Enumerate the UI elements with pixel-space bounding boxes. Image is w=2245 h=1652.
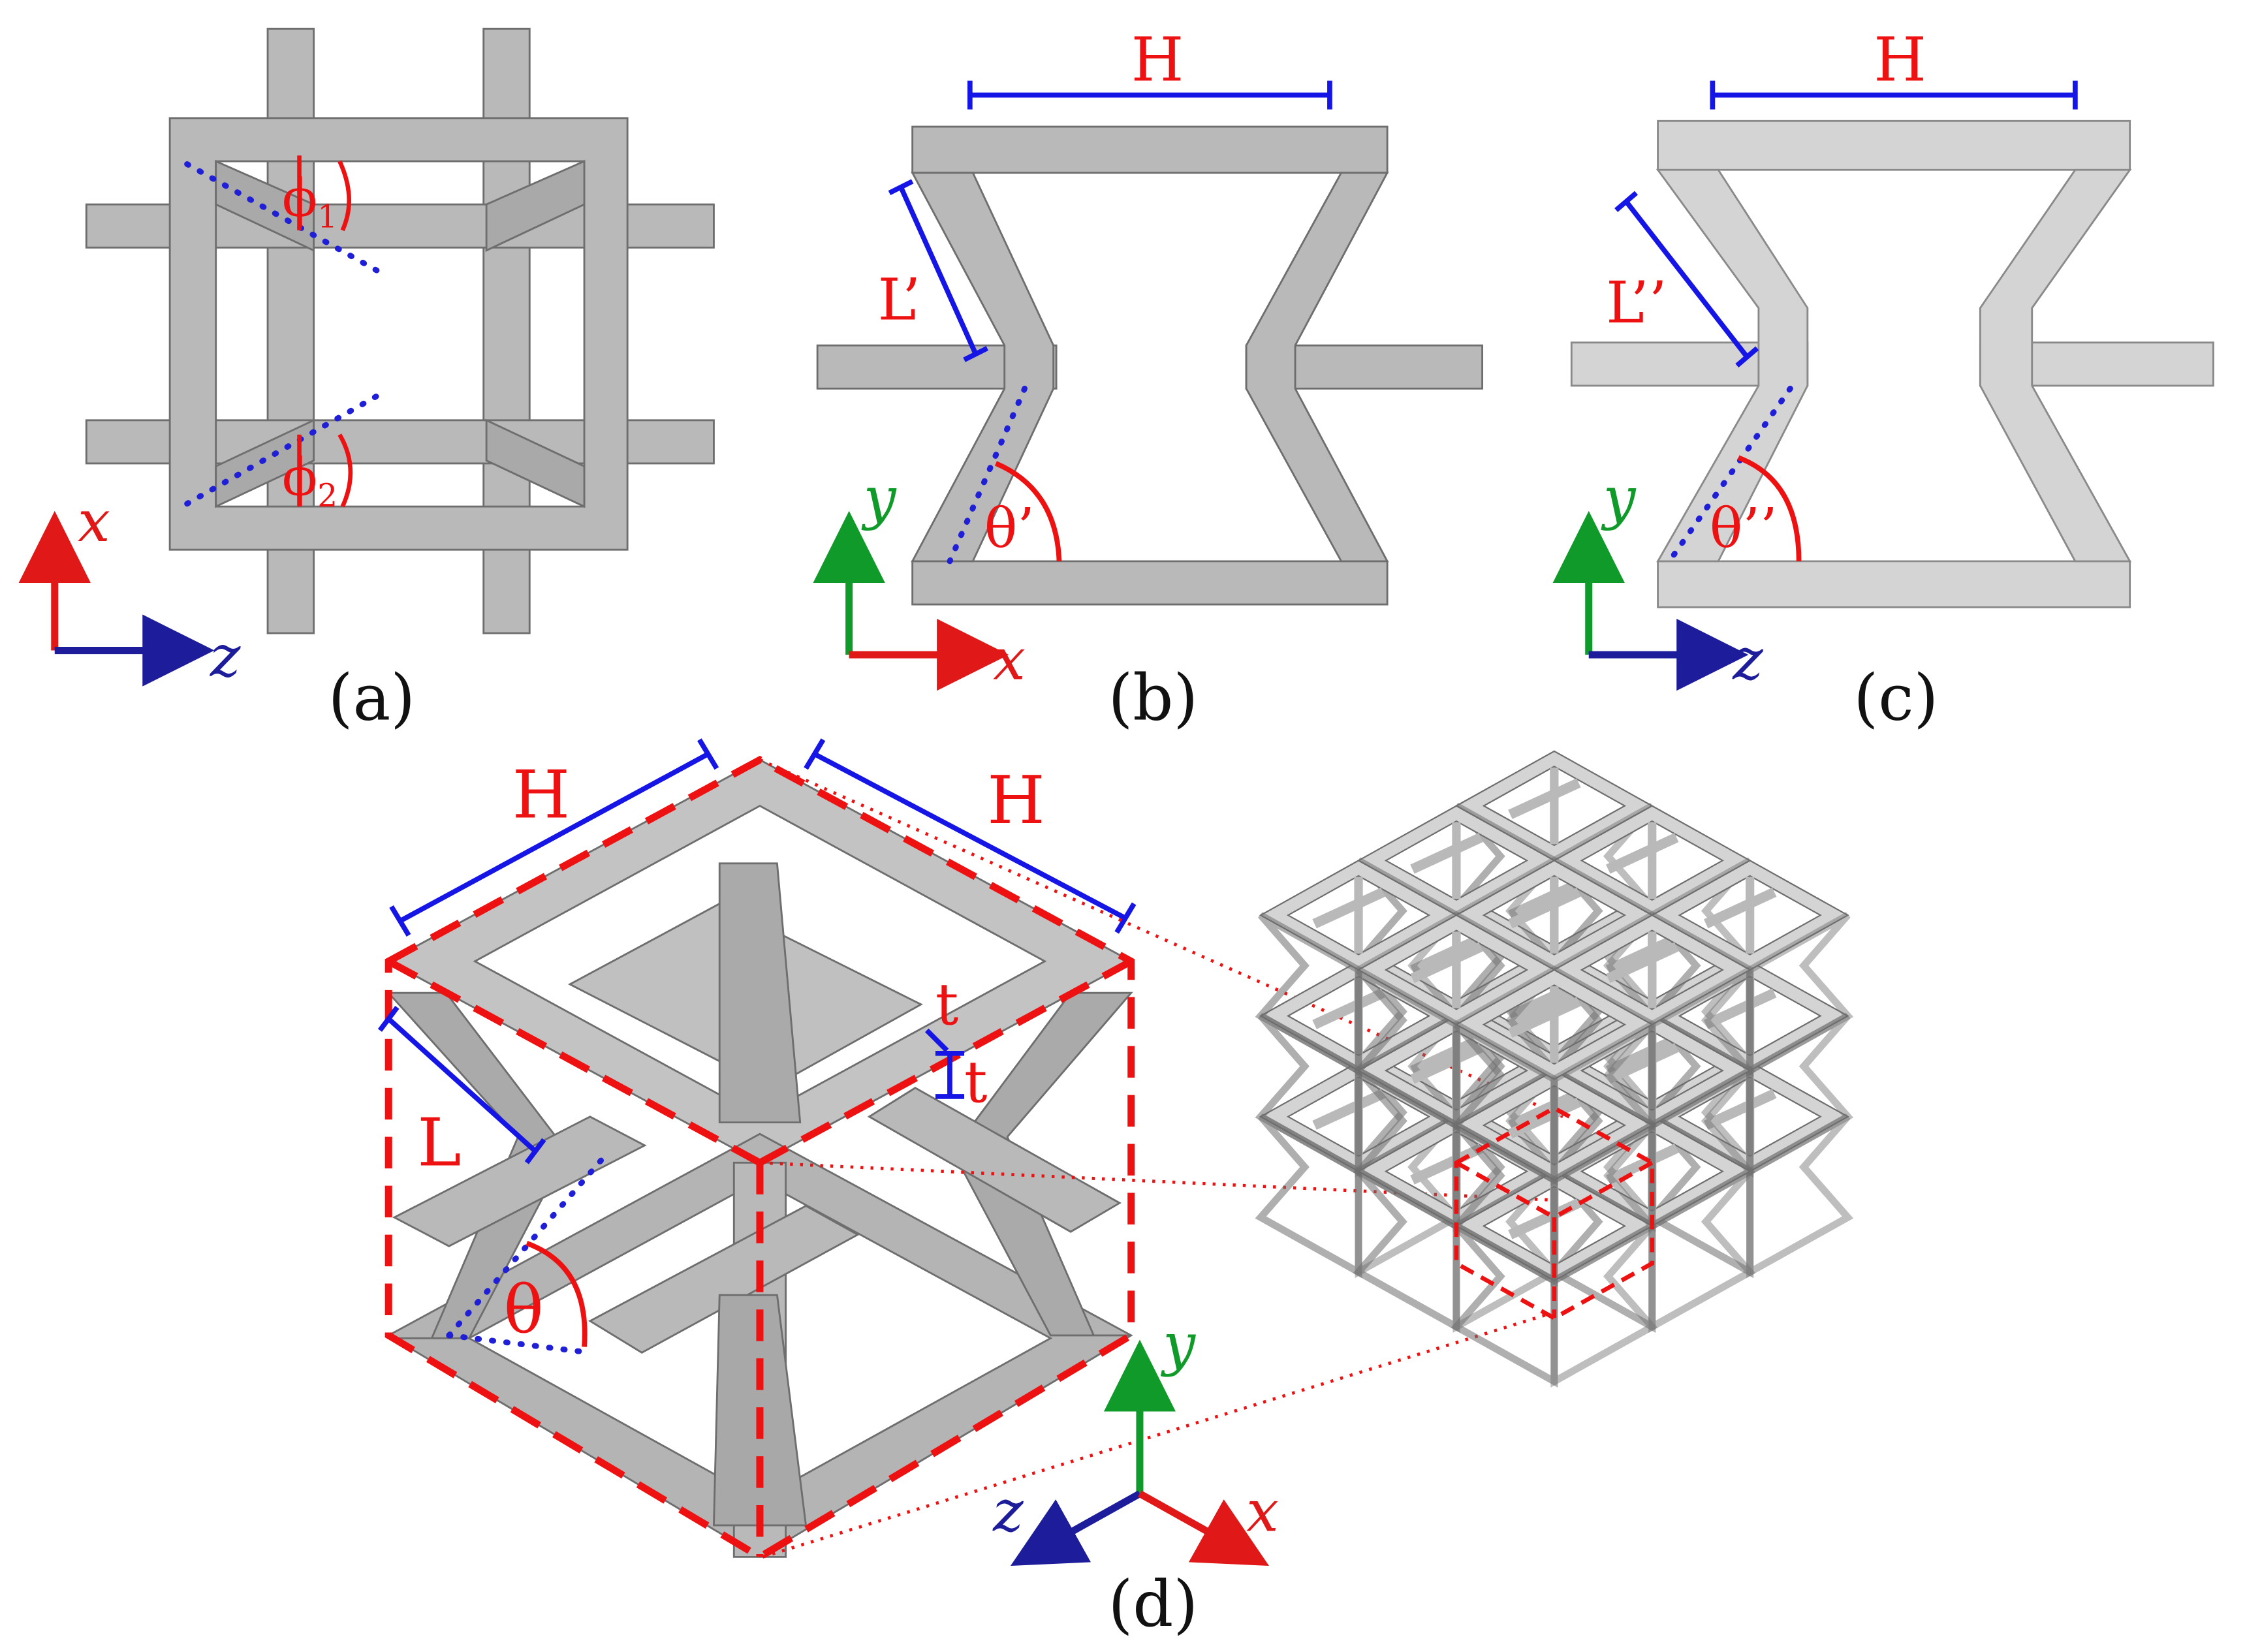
lattice-cell-bar <box>1703 887 1777 929</box>
panel-c-width-dimension <box>1710 80 2078 110</box>
lattice-cell-right-struts <box>1746 1113 1854 1279</box>
panel-d-axis-y-label: y <box>1160 1311 1196 1378</box>
panel-b-struts <box>816 125 1484 606</box>
panel-d-width-dimensions <box>389 738 1137 937</box>
panel-b-angle-guide <box>947 385 1028 565</box>
lattice-cell-bar <box>1508 997 1581 1038</box>
lattice-cell-bar <box>1410 1042 1483 1084</box>
panel-c-length-label: L’’ <box>1606 269 1667 336</box>
lattice-cell-bar <box>1508 778 1581 819</box>
panel-c-axes: y z <box>1552 465 1763 693</box>
panel-a-axes: x z <box>18 488 241 690</box>
panel-c-length-dimension <box>1614 191 1759 367</box>
panel-b-angle-arc <box>994 461 1062 562</box>
lattice-cell-left-struts <box>1353 967 1460 1132</box>
panel-a-phi1-label: ϕ1 <box>282 168 338 236</box>
panel-c-angle-label: θ’’ <box>1710 496 1778 560</box>
lattice-cell-right-struts <box>1550 1223 1658 1388</box>
panel-d-lattice-highlight <box>1454 1105 1655 1321</box>
lattice-cell-bar <box>1508 988 1581 1029</box>
panel-d-angle-arc <box>526 1241 588 1347</box>
panel-c-axis-z-label: z <box>1732 626 1763 693</box>
lattice-cell <box>1451 969 1658 1187</box>
lattice-cell-right-struts <box>1648 1067 1756 1232</box>
panel-c-width-label: H <box>1874 25 1926 95</box>
lattice-cell-bar <box>1312 887 1385 929</box>
panel-a-caption: (a) <box>328 661 415 734</box>
panel-d-width-label-right: H <box>987 762 1044 839</box>
panel-d-axis-x-label: x <box>1246 1478 1279 1545</box>
panel-b-width-label: H <box>1131 25 1184 95</box>
lattice-cell-bar <box>1410 833 1483 874</box>
panel-d-lattice <box>1255 750 1854 1388</box>
panel-a-phi2-label: ϕ2 <box>282 446 338 514</box>
panel-d-axis-z-label: z <box>992 1478 1024 1545</box>
lattice-cell-bar <box>1410 1144 1483 1185</box>
lattice-cell-bar <box>1312 988 1385 1029</box>
lattice-cell-right-struts <box>1746 1012 1854 1177</box>
lattice-cell-right-struts <box>1648 1168 1756 1333</box>
panel-b: H L’ θ’ y x (b) <box>813 25 1484 734</box>
lattice-cell-bar <box>1606 933 1679 974</box>
panel-b-axis-y-label: y <box>861 465 897 532</box>
panel-d-angle-guides <box>446 1157 604 1356</box>
panel-b-axes: y x <box>813 465 1026 693</box>
lattice-cell-bar <box>1703 1089 1777 1130</box>
panel-c-caption: (c) <box>1853 661 1938 734</box>
lattice-cell-right-struts <box>1550 1021 1658 1187</box>
lattice-cell-bar <box>1606 942 1679 984</box>
lattice-cell-left-struts <box>1451 1021 1558 1187</box>
lattice-cell-bar <box>1508 1089 1581 1130</box>
panel-a-struts <box>85 27 715 634</box>
lattice-cell-left-struts <box>1255 912 1362 1077</box>
panel-d-thickness-dimensions <box>924 1028 965 1099</box>
lattice-cell-right-struts <box>1746 912 1854 1077</box>
panel-c: H L’’ θ’’ y z (c) <box>1552 25 2214 734</box>
lattice-cell-bar <box>1606 1034 1679 1076</box>
panel-d-caption: (d) <box>1108 1567 1198 1641</box>
lattice-cell-right-struts <box>1648 967 1756 1132</box>
panel-b-length-label: L’ <box>878 266 920 334</box>
panel-d-width-label-left: H <box>512 756 570 833</box>
panel-b-angle-label: θ’ <box>984 496 1035 560</box>
panel-d-unit-cell: H H L t t θ <box>377 738 1137 1561</box>
panel-d-angle-label: θ <box>504 1271 544 1348</box>
lattice-cell-bar <box>1703 988 1777 1029</box>
panel-b-width-dimension <box>967 80 1332 110</box>
lattice-cell-bar <box>1508 887 1581 929</box>
panel-d-length-label: L <box>417 1104 461 1181</box>
lattice-cell-bar <box>1508 879 1581 920</box>
panel-d-zoom-connectors <box>759 758 1564 1559</box>
panel-d-length-dimension <box>377 1005 546 1164</box>
lattice-cell-right-struts <box>1550 1122 1658 1287</box>
panel-a-angle-guides <box>184 161 383 507</box>
panel-c-angle-guide <box>1666 385 1793 565</box>
lattice-cell-bar <box>1606 833 1679 874</box>
panel-d-axes: y z x <box>992 1311 1279 1566</box>
lattice-cell <box>1646 860 1854 1077</box>
panel-b-axis-x-label: x <box>993 626 1026 693</box>
panel-a-axis-x-label: x <box>78 488 110 555</box>
lattice-cell-bar <box>1410 933 1483 974</box>
lattice-cell-bar <box>1606 1144 1679 1185</box>
panel-d-thickness-label-1: t <box>935 971 958 1038</box>
panel-a-angle-arcs <box>297 155 353 508</box>
panel-a-axis-z-label: z <box>210 623 241 690</box>
lattice-cell-bar <box>1606 1042 1679 1084</box>
panel-b-caption: (b) <box>1108 661 1198 734</box>
panel-c-struts <box>1570 119 2214 608</box>
panel-c-angle-arc <box>1737 455 1802 561</box>
lattice-cell-bar <box>1410 942 1483 984</box>
panel-c-axis-y-label: y <box>1601 465 1637 532</box>
panel-a: ϕ1 ϕ2 x z (a) <box>18 27 715 734</box>
panel-d-thickness-label-2: t <box>964 1049 987 1116</box>
panel-b-length-dimension <box>888 179 989 362</box>
lattice-cell-bar <box>1312 1089 1385 1130</box>
